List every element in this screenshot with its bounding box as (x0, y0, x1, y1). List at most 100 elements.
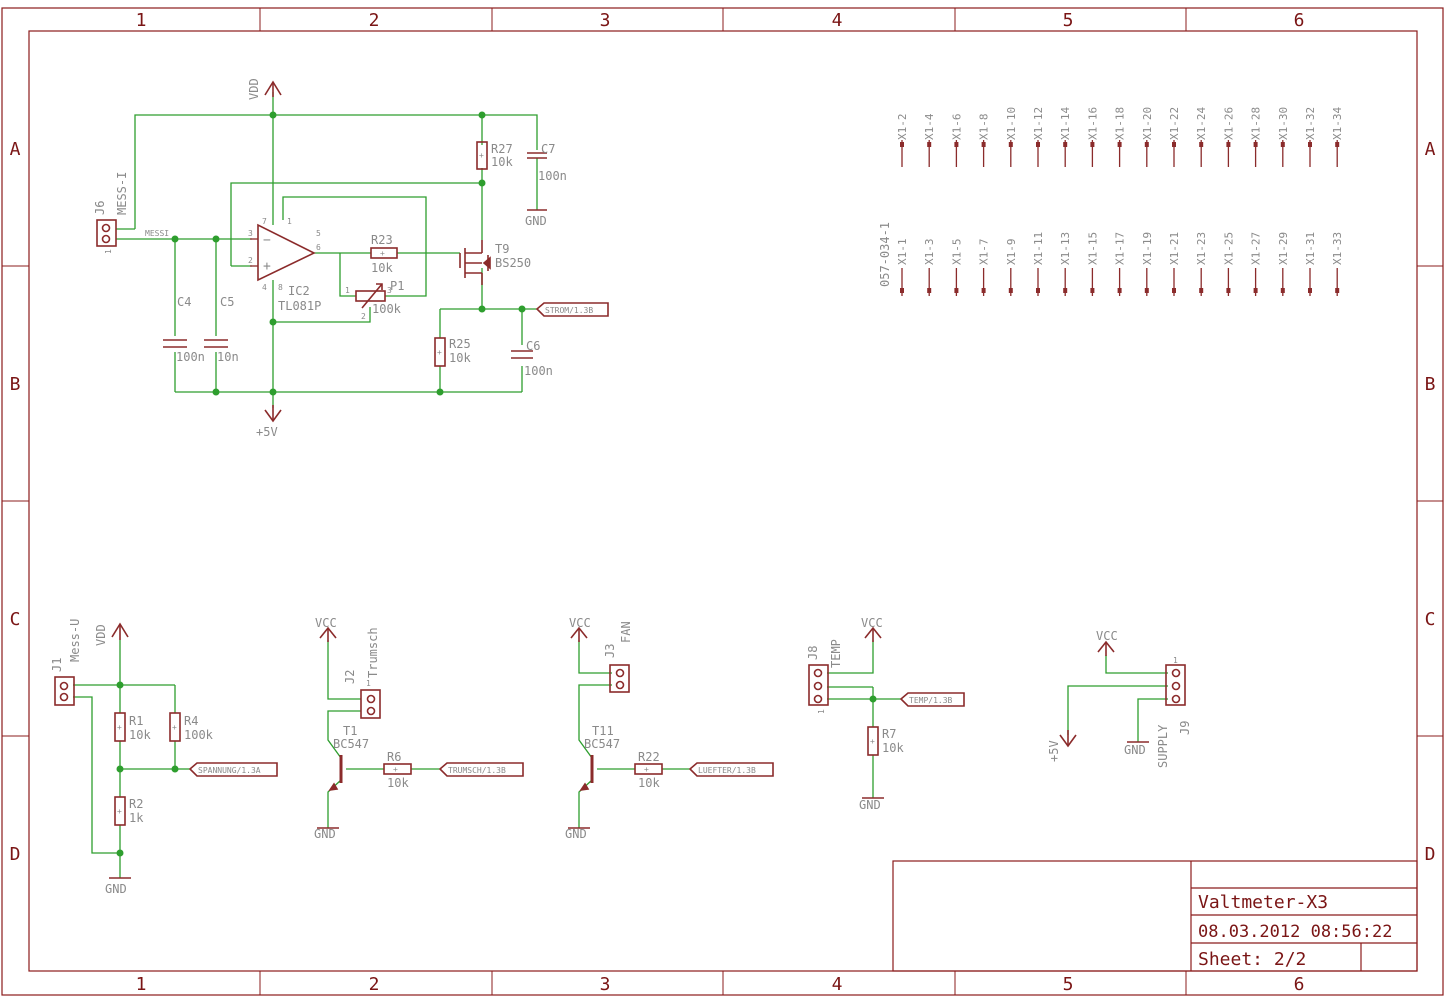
r27-value: 10k (491, 155, 513, 169)
x1-pin-label: X1-28 (1250, 107, 1263, 140)
r22-resistor-icon: + (634, 763, 663, 775)
svg-text:+: + (117, 723, 122, 732)
x1-pin-marker (954, 142, 959, 147)
r1-resistor-icon: + (114, 712, 126, 742)
r2-name: R2 (129, 797, 143, 811)
p1-pin: 1 (345, 286, 350, 295)
ic2-name: IC2 (288, 284, 310, 298)
j3-connector-icon (609, 664, 630, 693)
r23-resistor-icon: + (370, 247, 398, 259)
vdd-supply-icon (264, 80, 282, 97)
p1-name: P1 (390, 279, 404, 293)
x1-pin-marker (981, 288, 986, 293)
c6-name: C6 (526, 339, 540, 353)
x1-pin-marker (981, 142, 986, 147)
row-label-right: B (1425, 374, 1436, 395)
svg-text:STROM/1.3B: STROM/1.3B (545, 306, 593, 315)
strom-net-flag: STROM/1.3B (535, 302, 609, 317)
r23-name: R23 (371, 233, 393, 247)
x1-pin-marker (1008, 288, 1013, 293)
x1-pin-marker (1090, 288, 1095, 293)
col-label-bottom: 1 (136, 974, 147, 995)
x1-pin-marker (1117, 288, 1122, 293)
c5-name: C5 (220, 295, 234, 309)
svg-text:+: + (172, 723, 177, 732)
x1-pin-marker (1063, 142, 1068, 147)
x1-pin-label: X1-23 (1195, 232, 1208, 265)
gnd-c7-label: GND (525, 214, 547, 228)
col-label-bottom: 3 (600, 974, 611, 995)
x1-pin-label: X1-22 (1168, 107, 1181, 140)
x1-pin-label: X1-26 (1222, 107, 1235, 140)
ic2-value: TL081P (278, 299, 321, 313)
x1-pin-marker (1172, 142, 1176, 147)
c5-capacitor-icon (204, 339, 228, 348)
x1-pin-label: X1-2 (896, 114, 909, 141)
x1-pin-marker (900, 142, 904, 147)
x1-pin-label: X1-20 (1141, 107, 1154, 140)
j6-value: MESS-I (115, 172, 129, 215)
c7-value: 100n (538, 169, 567, 183)
j3-value: FAN (619, 621, 633, 643)
j8-value: TEMP (829, 639, 843, 668)
x1-pin-marker (1253, 288, 1258, 293)
p1-potentiometer-icon (355, 283, 386, 309)
r6-resistor-icon: + (383, 763, 412, 775)
v5-supply-icon (264, 405, 282, 423)
svg-text:LUEFTER/1.3B: LUEFTER/1.3B (698, 766, 756, 775)
r25-value: 10k (449, 351, 471, 365)
drawing-datetime: 08.03.2012 08:56:22 (1198, 922, 1392, 942)
x1-pin-marker (1199, 288, 1204, 293)
vcc-j9-label: VCC (1096, 629, 1118, 643)
gnd-t11-label: GND (565, 827, 587, 841)
x1-pin-marker (1335, 288, 1340, 293)
x1-part-number: 057-034-1 (878, 222, 892, 287)
svg-text:−: − (263, 233, 271, 248)
vcc-supply-icon (570, 626, 588, 642)
svg-text:+: + (479, 151, 484, 160)
c4-value: 100n (176, 350, 205, 364)
col-label-top: 3 (600, 10, 611, 31)
x1-pin-marker (1280, 288, 1285, 293)
v5-supply-icon (1059, 730, 1077, 748)
p1-pin: 2 (361, 312, 366, 321)
j6-connector-icon (96, 219, 117, 247)
ic2-pin: 6 (316, 243, 321, 252)
j9-connector-icon (1165, 664, 1186, 706)
x1-pin-marker (900, 288, 904, 293)
ic2-pin: 4 (262, 283, 267, 292)
v5-j9-label: +5V (1047, 740, 1061, 762)
vdd-j1-label: VDD (94, 624, 108, 646)
j9-name: J9 (1178, 721, 1192, 735)
x1-pin-label: X1-4 (923, 113, 936, 140)
voltage-measure-circuit: VDD J1 Mess-U + R1 10k + R4 100k + R2 1k… (50, 619, 278, 896)
x1-pin-marker (1090, 142, 1095, 147)
r4-resistor-icon: + (169, 712, 181, 742)
r1-value: 10k (129, 728, 151, 742)
c6-capacitor-icon (511, 350, 533, 359)
t9-value: BS250 (495, 256, 531, 270)
svg-text:+: + (263, 259, 271, 274)
t9-name: T9 (495, 242, 509, 256)
r25-name: R25 (449, 337, 471, 351)
c7-capacitor-icon (527, 152, 547, 159)
r1-name: R1 (129, 714, 143, 728)
r27-name: R27 (491, 142, 513, 156)
x1-pin-marker (1308, 142, 1312, 147)
x1-pin-label: X1-30 (1277, 107, 1290, 140)
j1-value: Mess-U (68, 619, 82, 662)
t9-mosfet-icon (459, 240, 491, 285)
x1-pin-label: X1-10 (1005, 107, 1018, 140)
j1-connector-icon (54, 676, 75, 706)
pump-switch-circuit: VCC J2 Trumsch 1 T1 BC547 + R6 10k GND T… (314, 616, 524, 841)
j9-pin: 1 (1173, 656, 1178, 665)
x1-pin-marker (1144, 288, 1149, 293)
r6-value: 10k (387, 776, 409, 790)
r7-name: R7 (882, 727, 896, 741)
x1-pin-label: X1-25 (1222, 232, 1235, 265)
x1-pin-label: X1-5 (950, 239, 963, 266)
x1-pin-label: X1-19 (1141, 232, 1154, 265)
x1-pin-marker (1253, 142, 1258, 147)
x1-pin-label: X1-7 (978, 239, 991, 266)
